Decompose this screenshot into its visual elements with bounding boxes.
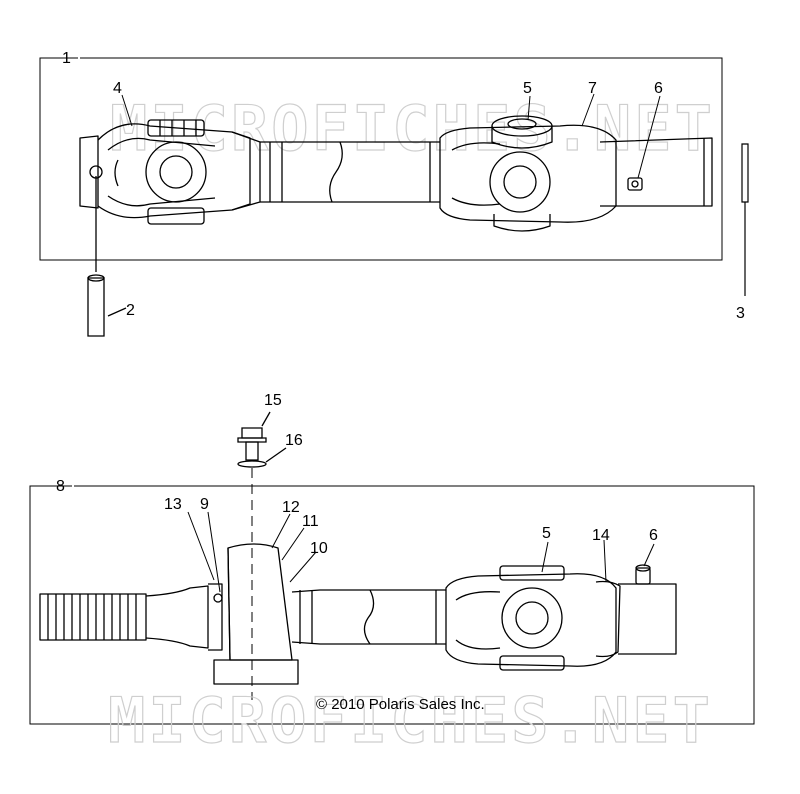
callout-15: 15 (264, 392, 282, 409)
callout-4: 4 (113, 80, 122, 97)
leader-lines-top (121, 93, 661, 179)
driveshaft-bottom (39, 543, 677, 685)
callout-labels: 1 4 5 7 6 2 3 15 16 8 13 9 12 11 10 5 14… (56, 50, 745, 557)
callout-12: 12 (282, 499, 300, 516)
bolt-part-15 (237, 411, 271, 461)
callout-1: 1 (62, 50, 71, 67)
assembly-frame-8 (29, 485, 755, 725)
callout-14: 14 (592, 527, 610, 544)
callout-2: 2 (126, 302, 135, 319)
leader-lines-bottom (187, 511, 655, 593)
callout-10: 10 (310, 540, 328, 557)
callout-8: 8 (56, 478, 65, 495)
watermark-bottom: MICROFICHES.NET (108, 684, 713, 757)
callout-6-bottom: 6 (649, 527, 658, 544)
callout-7: 7 (588, 80, 597, 97)
callout-5-bottom: 5 (542, 525, 551, 542)
callout-5-top: 5 (523, 80, 532, 97)
pin-part-2 (87, 165, 127, 337)
copyright-text: © 2010 Polaris Sales Inc. (316, 696, 485, 713)
callout-9: 9 (200, 496, 209, 513)
callout-3: 3 (736, 305, 745, 322)
assembly-frame-1 (39, 57, 723, 261)
callout-16: 16 (285, 432, 303, 449)
washer-part-16 (237, 447, 287, 468)
driveshaft-top (79, 115, 713, 232)
shim-part-3 (741, 143, 749, 296)
callout-11: 11 (302, 513, 319, 530)
callout-6-top: 6 (654, 80, 663, 97)
watermark-top: MICROFICHES.NET (110, 92, 715, 165)
callout-13: 13 (164, 496, 182, 513)
